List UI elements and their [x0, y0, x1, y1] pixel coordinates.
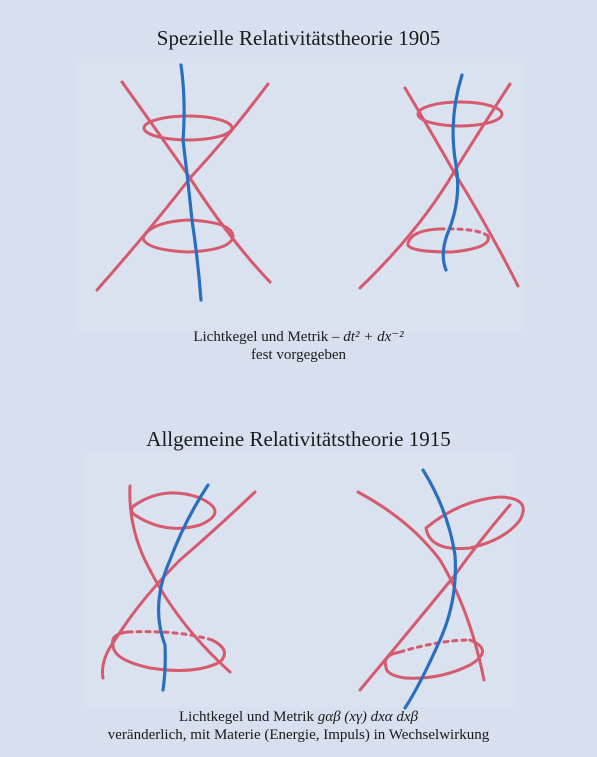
- caption-line-2: fest vorgegeben: [250, 347, 347, 363]
- world-line-general-right: [403, 468, 457, 710]
- caption-line-1: Lichtkegel und Metrik gαβ (xγ) dxα dxβ: [0, 708, 597, 726]
- world-line-special-left: [179, 63, 203, 302]
- future-cone-rim: [416, 100, 504, 128]
- light-cone-general-right: [356, 490, 525, 692]
- section-title-special-relativity: Spezielle Relativitätstheorie 1905: [156, 26, 441, 50]
- caption-general-relativity: Lichtkegel und Metrik gαβ (xγ) dxα dxβ v…: [0, 708, 597, 744]
- light-cone-special-right: [358, 82, 520, 290]
- caption-special-relativity: Lichtkegel und Metrik – dt² + dx⁻² fest …: [0, 328, 597, 364]
- future-cone-rim: [130, 491, 217, 530]
- past-cone-rim: [141, 218, 235, 254]
- light-cone-special-left: [95, 80, 272, 292]
- metric-formula-general: gαβ (xγ) dxα dxβ: [317, 709, 419, 725]
- caption-line-2: veränderlich, mit Materie (Energie, Impu…: [107, 727, 490, 743]
- caption-line-1: Lichtkegel und Metrik – dt² + dx⁻²: [0, 328, 597, 346]
- future-cone-rim: [142, 114, 234, 142]
- caption-prefix: Lichtkegel und Metrik: [193, 329, 329, 345]
- caption-prefix: Lichtkegel und Metrik: [178, 709, 314, 725]
- section-title-general-relativity: Allgemeine Relativitätstheorie 1915: [146, 427, 451, 451]
- light-cone-general-left: [101, 484, 257, 680]
- metric-formula-special: – dt² + dx⁻²: [332, 329, 404, 345]
- world-line-special-right: [441, 73, 464, 272]
- world-line-general-left: [157, 483, 210, 692]
